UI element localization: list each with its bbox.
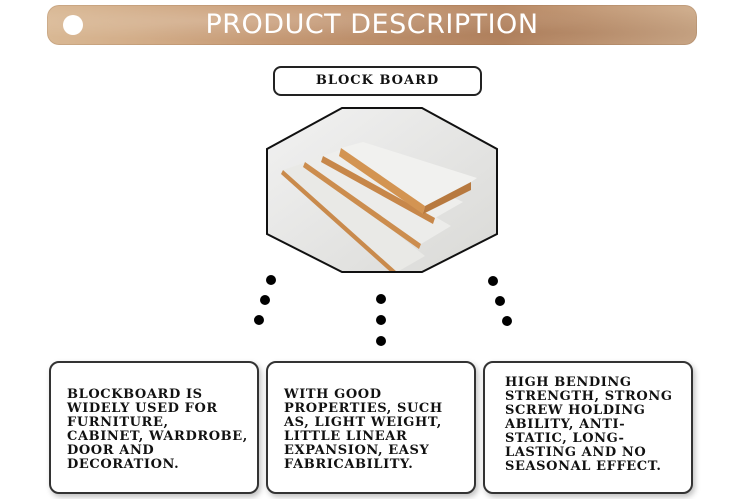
connector-dot <box>502 316 512 326</box>
connector-dot <box>266 275 276 285</box>
product-image <box>266 107 498 273</box>
feature-card: BLOCKBOARD IS WIDELY USED FOR FURNITURE,… <box>49 361 259 494</box>
banner-bullet-icon <box>63 15 83 35</box>
connector-dot <box>376 294 386 304</box>
connector-dot <box>376 315 386 325</box>
connector-dot <box>260 295 270 305</box>
connector-dot <box>495 296 505 306</box>
feature-text: HIGH BENDING STRENGTH, STRONG SCREW HOLD… <box>505 375 673 474</box>
connector-dot <box>488 276 498 286</box>
feature-text: WITH GOOD PROPERTIES, SUCH AS, LIGHT WEI… <box>284 387 443 472</box>
banner-title: PRODUCT DESCRIPTION <box>205 9 539 40</box>
connector-dot <box>254 315 264 325</box>
connector-dot <box>376 336 386 346</box>
section-banner: PRODUCT DESCRIPTION <box>47 5 697 45</box>
product-label: BLOCK BOARD <box>273 66 482 96</box>
feature-card: WITH GOOD PROPERTIES, SUCH AS, LIGHT WEI… <box>266 361 476 494</box>
feature-card: HIGH BENDING STRENGTH, STRONG SCREW HOLD… <box>483 361 693 494</box>
feature-text: BLOCKBOARD IS WIDELY USED FOR FURNITURE,… <box>67 387 248 472</box>
